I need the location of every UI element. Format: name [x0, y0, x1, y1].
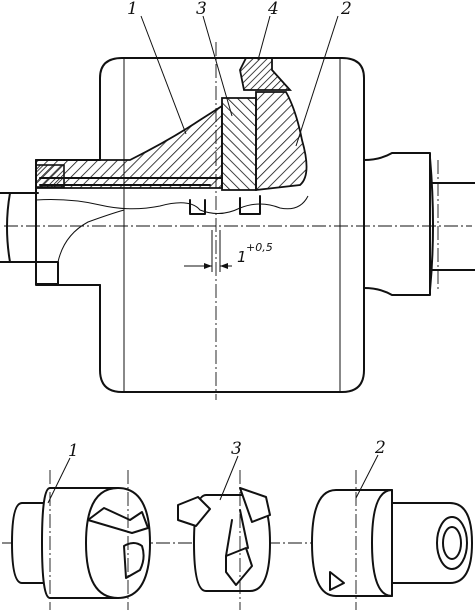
right-hub	[363, 152, 475, 296]
leader-part-3	[219, 455, 239, 501]
parts-view: 1 3 2	[2, 438, 473, 610]
section-part-4-ring	[239, 57, 293, 91]
break-line	[35, 195, 309, 214]
leader-part-2	[355, 454, 379, 499]
gap-dimension: 1 +0,5	[184, 230, 273, 272]
part-2-half-coupling	[311, 470, 473, 610]
leader-part-1	[47, 457, 71, 504]
section-part-1	[35, 104, 223, 189]
coupling-body	[99, 57, 365, 393]
assembly-leaders	[140, 15, 339, 147]
part-1-half-coupling	[11, 470, 151, 610]
label-part-3: 3	[196, 0, 207, 19]
section-part-2	[255, 91, 308, 192]
dimension-value: 1	[237, 248, 247, 266]
label-part-2: 2	[340, 0, 352, 19]
left-shaft	[0, 192, 39, 263]
parts-label-3: 3	[231, 439, 242, 459]
parts-label-1: 1	[68, 441, 79, 461]
parts-label-2: 2	[374, 438, 386, 458]
label-part-4: 4	[267, 0, 279, 19]
dimension-tolerance: +0,5	[246, 241, 273, 254]
section-part-3	[221, 97, 257, 191]
label-part-1: 1	[127, 0, 138, 19]
assembly-view: 1 +0,5 1 3 4 2	[0, 0, 475, 400]
part-3-spacer-disc	[177, 470, 271, 610]
